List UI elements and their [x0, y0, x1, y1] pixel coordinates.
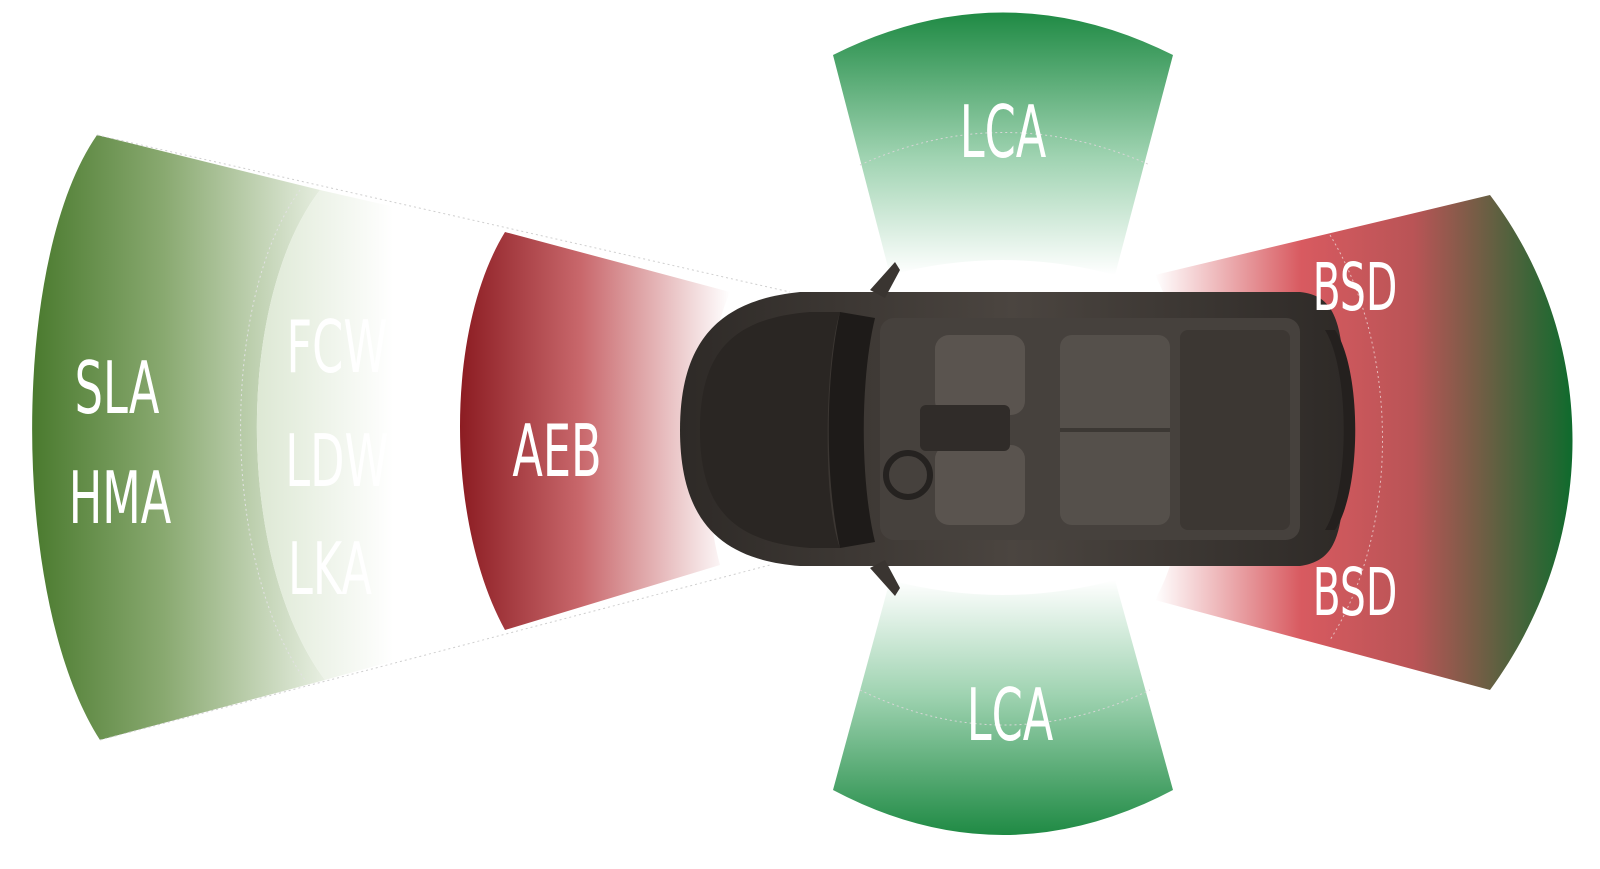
- steering-wheel: [883, 450, 933, 500]
- label-aeb: AEB: [512, 410, 601, 494]
- label-ldw: LDW: [285, 420, 388, 504]
- label-lka: LKA: [288, 528, 372, 612]
- mid-front-zone: [256, 190, 505, 680]
- label-lca-top: LCA: [960, 91, 1047, 175]
- car-windshield: [828, 312, 875, 548]
- rear-bumper: [1325, 330, 1356, 530]
- aeb-zone: [460, 232, 730, 630]
- lca-bottom-arc: [859, 689, 1151, 726]
- mirror-top-icon: [870, 262, 900, 298]
- label-fcw: FCW: [287, 306, 388, 390]
- far-front-zone: [32, 135, 325, 740]
- car-top-view: [680, 262, 1356, 596]
- lca-bottom-zone: [833, 580, 1173, 835]
- label-bsd-top: BSD: [1313, 249, 1398, 326]
- cargo-area: [1180, 330, 1290, 530]
- front-wedge-outline: [96, 134, 791, 741]
- front-seat-right: [935, 445, 1025, 525]
- lca-top-zone: [833, 12, 1173, 275]
- rear-bsd-arc: [1329, 234, 1383, 641]
- car-hood: [700, 312, 840, 548]
- label-hma: HMA: [69, 457, 172, 541]
- center-console: [920, 405, 1010, 451]
- front-seat-left: [935, 335, 1025, 415]
- label-bsd-bottom: BSD: [1313, 554, 1398, 631]
- mirror-bottom-icon: [870, 560, 900, 596]
- mid-zone-arc: [240, 189, 306, 681]
- label-lca-bottom: LCA: [967, 674, 1054, 758]
- label-sla: SLA: [75, 347, 160, 431]
